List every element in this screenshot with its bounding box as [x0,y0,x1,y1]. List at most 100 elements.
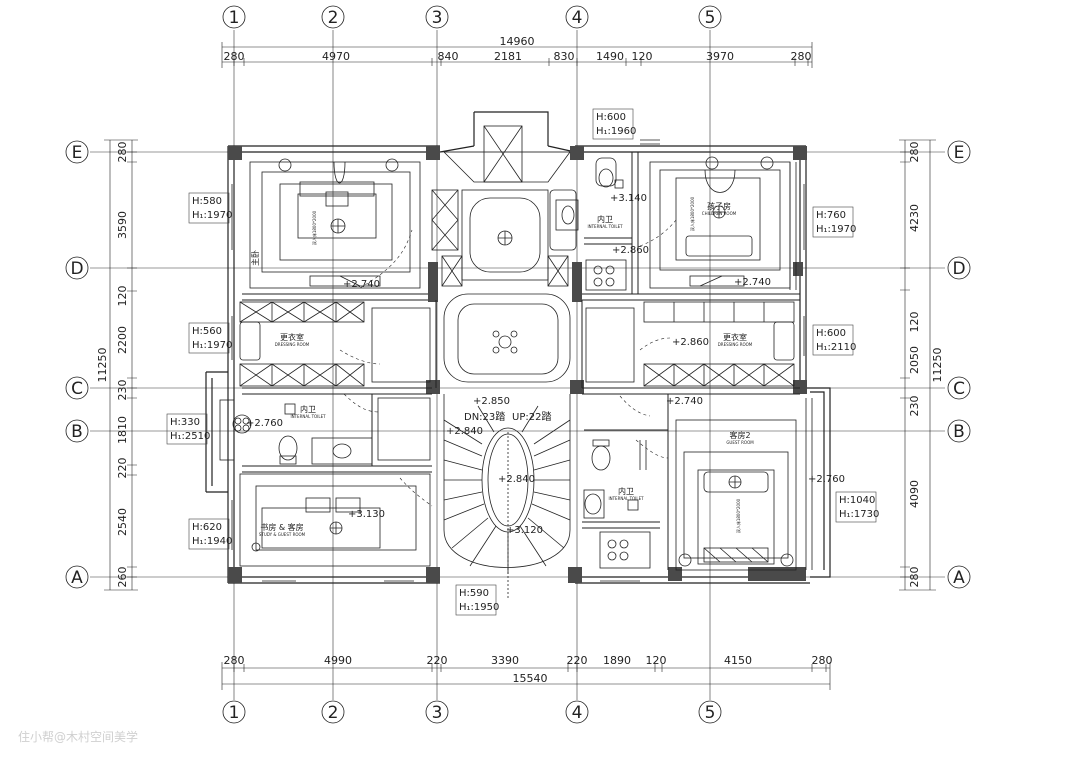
room-label-en: STUDY & GUEST ROOM [259,532,306,537]
left-dim: 220 [116,458,129,479]
axis-bubbles-top [222,5,722,29]
bottom-dim: 3390 [491,654,519,667]
right-dimension-text: 11250 280 4230 120 2050 230 4090 280 [908,142,944,588]
dressing-room-right [643,301,795,387]
elevation-label: +2.760 [808,474,845,485]
bottom-dim: 280 [224,654,245,667]
height-note: H₁:1940 [192,536,232,547]
room-label-en: DRESSING ROOM [718,342,753,347]
top-dim: 4970 [322,50,350,63]
height-note: H₁:1970 [192,340,232,351]
height-note: H:560 [192,326,222,337]
left-dim: 1810 [116,416,129,444]
guest-room-2 [675,398,813,571]
room-label-guest-room: 客房2 [729,430,750,440]
stair-up-label: UP:22踏 [512,410,551,423]
height-notes: H:600 H₁:1960 H:580 H₁:1970 H:760 H₁:197… [166,108,879,616]
height-note: H₁:2510 [170,431,210,442]
room-label-master-bedroom: 主卧 [250,250,260,266]
top-dim: 840 [438,50,459,63]
room-label-toilet: 内卫 [597,214,613,224]
left-dim: 2540 [116,508,129,536]
toilet-guest [583,439,651,569]
toilet-bottom-left [219,397,431,465]
elevation-label: +2.740 [734,277,771,288]
axis-num-label: 3 [432,703,443,723]
bottom-total-dim: 15540 [513,672,548,685]
bottom-dim: 4990 [324,654,352,667]
height-note: H:1040 [839,495,875,506]
axis-letter-label: A [953,568,965,588]
height-note: H:330 [170,417,200,428]
height-note: H:590 [459,588,489,599]
room-label-en: GUEST ROOM [726,440,754,445]
right-dim: 230 [908,396,921,417]
top-dim: 1490 [596,50,624,63]
axis-letter-label: B [71,422,83,442]
axis-num-label: 4 [572,8,583,28]
dimension-text: 14960 280 4970 840 2181 830 1490 120 397… [224,35,833,685]
elevation-label: +2.840 [498,474,535,485]
watermark-text: 住小帮@木村空间美学 [18,730,139,744]
top-dim: 280 [791,50,812,63]
height-note: H₁:1730 [839,509,879,520]
top-total-dim: 14960 [500,35,535,48]
left-dim: 2200 [116,326,129,354]
left-dim: 260 [116,567,129,588]
dimension-lines [104,42,936,690]
top-dim: 830 [554,50,575,63]
axis-labels: 1 2 3 4 5 1 2 3 4 5 E D C B A E D C B A [70,8,965,723]
bottom-dim: 120 [646,654,667,667]
room-label-dressing: 更衣室 [723,332,747,342]
bed-label: 双人床1800*2000 [689,196,695,231]
left-dimension-text: 11250 280 3590 120 2200 230 1810 220 254… [96,142,129,588]
elevation-label: +2.860 [612,245,649,256]
left-dim: 120 [116,286,129,307]
staircase [443,394,571,600]
height-note: H₁:1970 [816,224,856,235]
axis-num-label: 2 [328,703,339,723]
room-labels: 主卧 孩子房 CHILDREN ROOM 内卫 INTERNAL TOILET … [250,196,754,537]
axis-num-label: 3 [432,8,443,28]
top-dim: 3970 [706,50,734,63]
axis-num-label: 1 [229,703,240,723]
bottom-dim: 280 [812,654,833,667]
axis-bubbles-left [65,140,89,589]
elevation-label: +2.860 [672,337,709,348]
room-label-en: INTERNAL TOILET [608,496,644,501]
bed-label: 双人床1800*2000 [311,210,317,245]
bottom-dim: 1890 [603,654,631,667]
left-total-dim: 11250 [96,348,109,383]
room-label-en: INTERNAL TOILET [290,414,326,419]
left-dim: 280 [116,142,129,163]
top-dim: 120 [632,50,653,63]
toilet-top-right [555,157,627,291]
height-note: H₁:1970 [192,210,232,221]
elevation-label: +3.140 [610,193,647,204]
room-label-en: DRESSING ROOM [275,342,310,347]
bottom-dim: 220 [567,654,588,667]
elevation-markers: +3.140 +2.860 +2.740 +2.740 +2.860 +2.85… [246,193,845,536]
elevation-label: +3.120 [506,525,543,536]
right-dim: 2050 [908,346,921,374]
axis-letter-label: C [71,379,83,399]
height-note: H:600 [816,328,846,339]
children-room [649,156,797,290]
central-corridor [371,125,635,383]
right-dim: 280 [908,567,921,588]
dressing-room-left [239,301,365,387]
height-note: H:620 [192,522,222,533]
height-note: H₁:1950 [459,602,499,613]
axis-letter-label: B [953,422,965,442]
height-note: H₁:1960 [596,126,636,137]
right-dim: 120 [908,312,921,333]
height-note: H₁:2110 [816,342,856,353]
elevation-label: +2.740 [666,396,703,407]
right-dim: 4230 [908,204,921,232]
master-bedroom [249,158,421,289]
windows [227,139,805,582]
axis-letter-label: A [71,568,83,588]
door-swings [339,219,677,507]
elevation-label: +2.760 [246,418,283,429]
